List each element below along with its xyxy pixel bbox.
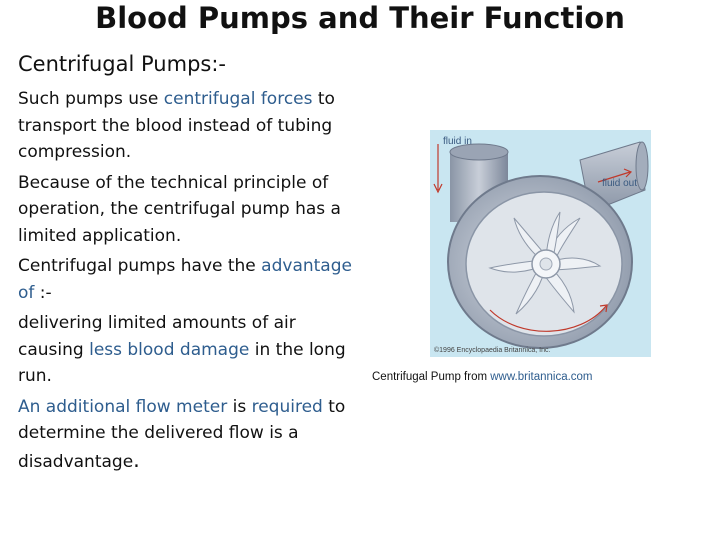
highlight-centrifugal-forces: centrifugal forces (163, 89, 313, 109)
paragraph-disadvantage: An additional flow meter is required to … (18, 394, 358, 476)
flow-arrow-head (599, 304, 608, 313)
label-fluid-out: fluid out (602, 178, 637, 189)
highlight-required: required (251, 396, 323, 417)
flow-arrow-out (597, 171, 631, 183)
text-run: Centrifugal pumps have the (18, 256, 262, 276)
impeller-center (539, 257, 553, 271)
figure-copyright: ©1996 Encyclopaedia Britannica, Inc. (434, 346, 551, 354)
section-heading: Centrifugal Pumps:- (18, 52, 226, 76)
text-run: . (133, 447, 140, 472)
flow-arrow-circulation (489, 305, 607, 332)
paragraph-centrifugal-forces: Such pumps use centrifugal forces to tra… (18, 86, 358, 166)
outlet-opening (635, 141, 649, 191)
flow-arrow-head (433, 183, 443, 194)
text-run: delivering limited amounts of air causin… (18, 313, 296, 360)
text-run: Such pumps use (18, 89, 164, 109)
paragraph-advantage: Centrifugal pumps have the advantage of … (18, 253, 358, 306)
flow-arrow-head (623, 168, 633, 178)
figure-caption: Centrifugal Pump from www.britannica.com (372, 369, 678, 385)
label-fluid-in: fluid in (443, 136, 472, 147)
caption-link[interactable]: www.britannica.com (490, 371, 593, 383)
highlight-flow-meter: An additional flow meter (18, 396, 228, 417)
text-run: to determine the delivered flow is a dis… (18, 396, 346, 472)
text-run: in the long run. (18, 339, 346, 387)
inlet-opening (449, 143, 509, 161)
highlight-advantage: advantage of (18, 256, 352, 303)
slide-title: Blood Pumps and Their Function (95, 1, 625, 35)
centrifugal-pump-illustration: fluid in fluid out ©1996 Encyclopaedia B… (430, 130, 651, 357)
highlight-less-blood-damage: less blood damage (89, 339, 250, 360)
body-text: Such pumps use centrifugal forces to tra… (18, 86, 358, 479)
text-run: :- (34, 282, 52, 303)
text-run: is (227, 396, 252, 417)
text-run: to transport the blood instead of tubing… (18, 89, 335, 162)
paragraph-limited-application: Because of the technical principle of op… (18, 172, 341, 246)
caption-text: Centrifugal Pump from (372, 371, 491, 383)
paragraph-less-damage: delivering limited amounts of air causin… (18, 310, 358, 390)
